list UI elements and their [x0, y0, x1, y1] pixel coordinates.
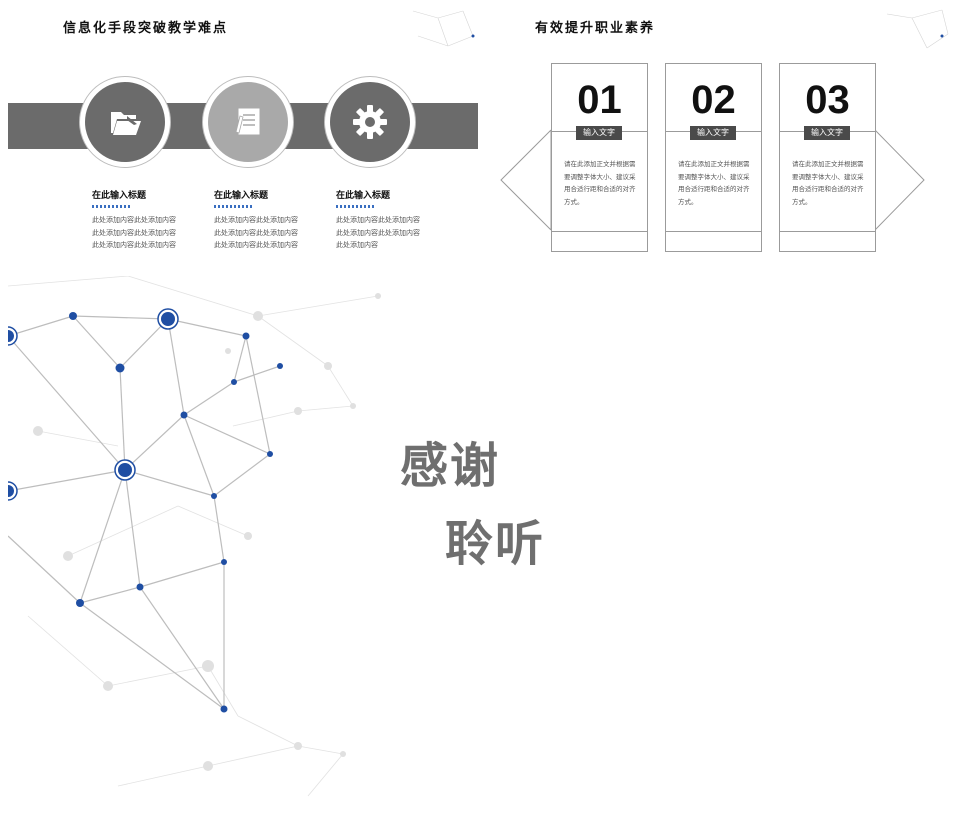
feature-title: 在此输入标题 [336, 191, 391, 201]
slide-professional-quality: 有效提升职业素养 01 输入文字 请在此添加正文并根据需要调整字体大小、建议采用… [487, 6, 952, 268]
card-text: 请在此添加正文并根据需要调整字体大小、建议采用合适行距和合适的对齐方式。 [564, 160, 636, 206]
card-divider [552, 231, 647, 232]
card-number: 02 [691, 78, 736, 122]
dotted-divider [336, 205, 376, 208]
card-01: 01 输入文字 请在此添加正文并根据需要调整字体大小、建议采用合适行距和合适的对… [551, 63, 648, 252]
feature-text: 此处添加内容此处添加内容此处添加内容此处添加内容此处添加内容 [336, 216, 420, 249]
card-label: 输入文字 [576, 126, 622, 140]
gear-icon [330, 82, 410, 162]
feature-title: 在此输入标题 [214, 191, 269, 201]
card-label: 输入文字 [804, 126, 850, 140]
slide-thank-you: 感谢 聆听 [8, 276, 952, 808]
card-03: 03 输入文字 请在此添加正文并根据需要调整字体大小、建议采用合适行距和合适的对… [779, 63, 876, 252]
card-text: 请在此添加正文并根据需要调整字体大小、建议采用合适行距和合适的对齐方式。 [792, 160, 864, 206]
slide-teaching-difficulties: 信息化手段突破教学难点 [8, 6, 478, 268]
thanks-line-2: 聆听 [445, 516, 546, 572]
feature-text: 此处添加内容此处添加内容此处添加内容此处添加内容此处添加内容此处添加内容 [92, 216, 176, 249]
dotted-divider [92, 205, 132, 208]
feature-block-3: 在此输入标题 此处添加内容此处添加内容此处添加内容此处添加内容此处添加内容 [336, 188, 426, 252]
feature-circle-1 [79, 76, 171, 168]
card-divider [666, 231, 761, 232]
card-text: 请在此添加正文并根据需要调整字体大小、建议采用合适行距和合适的对齐方式。 [678, 160, 750, 206]
card-number: 01 [577, 78, 622, 122]
slide-title: 有效提升职业素养 [535, 21, 656, 36]
feature-circle-2 [202, 76, 294, 168]
feature-text: 此处添加内容此处添加内容此处添加内容此处添加内容此处添加内容此处添加内容 [214, 216, 298, 249]
network-graphic [8, 276, 381, 797]
folder-icon [85, 82, 165, 162]
card-number: 03 [805, 78, 850, 122]
document-pen-icon [208, 82, 288, 162]
slide-title: 信息化手段突破教学难点 [63, 21, 229, 36]
card-divider [780, 231, 875, 232]
corner-network-decoration [412, 10, 475, 47]
card-02: 02 输入文字 请在此添加正文并根据需要调整字体大小、建议采用合适行距和合适的对… [665, 63, 762, 252]
feature-circle-3 [324, 76, 416, 168]
feature-title: 在此输入标题 [92, 191, 147, 201]
thanks-line-1: 感谢 [400, 438, 501, 494]
dotted-divider [214, 205, 254, 208]
card-label: 输入文字 [690, 126, 736, 140]
corner-network-decoration [886, 9, 949, 49]
feature-block-2: 在此输入标题 此处添加内容此处添加内容此处添加内容此处添加内容此处添加内容此处添… [214, 188, 304, 252]
feature-block-1: 在此输入标题 此处添加内容此处添加内容此处添加内容此处添加内容此处添加内容此处添… [92, 188, 182, 252]
